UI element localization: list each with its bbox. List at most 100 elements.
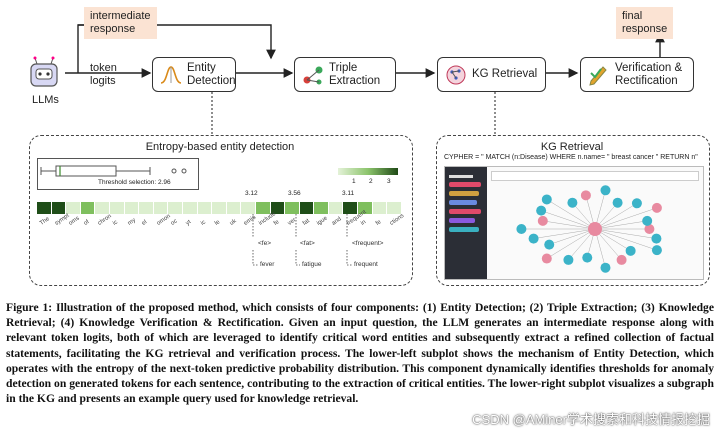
heat-cell bbox=[51, 202, 67, 214]
heat-cell bbox=[95, 202, 110, 214]
kg-node bbox=[612, 197, 623, 208]
entropy-panel-title: Entropy-based entity detection bbox=[145, 141, 295, 153]
heat-cell bbox=[314, 202, 329, 214]
entity-tag: <fat> bbox=[300, 240, 315, 247]
heat-cell bbox=[80, 202, 96, 214]
stage-label: Verification & Rectification bbox=[615, 61, 683, 87]
threshold-label: Threshold selection: 2.96 bbox=[98, 179, 171, 186]
heat-cell bbox=[241, 202, 256, 214]
kg-node bbox=[563, 254, 574, 265]
final-response-label: final response bbox=[616, 7, 674, 39]
entity-word: fever bbox=[260, 261, 275, 268]
kg-edge bbox=[594, 228, 657, 251]
kg-node bbox=[528, 233, 539, 244]
entropy-heat-strip bbox=[37, 202, 402, 214]
entity-tag: <frequent> bbox=[352, 240, 384, 247]
heat-cell bbox=[153, 202, 169, 214]
kg-edge bbox=[594, 207, 657, 230]
heat-cell bbox=[124, 202, 140, 214]
heat-cell bbox=[270, 202, 286, 214]
kg-node bbox=[651, 202, 662, 213]
heat-cell bbox=[299, 202, 315, 214]
heat-cell bbox=[358, 202, 373, 214]
stage-entity-detection: Entity Detection bbox=[152, 57, 236, 92]
kg-edge bbox=[533, 228, 596, 239]
kg-node bbox=[516, 224, 527, 234]
kg-edge bbox=[541, 210, 596, 230]
entity-tag: <fe> bbox=[258, 240, 272, 247]
heat-cell bbox=[255, 202, 271, 214]
entropy-panel bbox=[29, 135, 413, 286]
colorbar-tick: 2 bbox=[369, 178, 373, 185]
intermediate-response-label: intermediate response bbox=[84, 7, 157, 39]
colorbar-tick: 1 bbox=[352, 178, 356, 185]
cypher-query: CYPHER = " MATCH (n:Disease) WHERE n.nam… bbox=[444, 154, 698, 161]
heat-cell bbox=[66, 202, 81, 214]
kg-node bbox=[600, 185, 611, 196]
kg-node bbox=[651, 245, 662, 256]
heat-cell bbox=[37, 202, 52, 214]
peak-value: 3.11 bbox=[342, 190, 355, 197]
token-logits-label: token logits bbox=[90, 62, 117, 87]
kg-node bbox=[644, 224, 655, 234]
stage-label: KG Retrieval bbox=[472, 68, 538, 80]
kg-center-node bbox=[588, 222, 602, 236]
stage-triple-extraction: Triple Extraction bbox=[294, 57, 396, 92]
stage-verification: Verification & Rectification bbox=[580, 57, 694, 92]
heat-cell bbox=[139, 202, 154, 214]
heat-cell bbox=[285, 202, 300, 214]
kg-edge bbox=[542, 220, 596, 230]
kg-query-bar bbox=[491, 171, 699, 181]
figure-caption: Figure 1: Illustration of the proposed m… bbox=[6, 301, 714, 406]
heat-cell bbox=[387, 202, 402, 214]
kg-edge bbox=[546, 199, 596, 230]
kg-node bbox=[537, 215, 548, 226]
kg-edge bbox=[594, 203, 638, 230]
kg-sidebar bbox=[445, 167, 487, 279]
watermark: CSDN @AMiner学术搜索和科技情报挖掘 bbox=[472, 412, 710, 427]
stage-kg-retrieval: KG Retrieval bbox=[437, 57, 546, 92]
kg-node bbox=[582, 252, 593, 263]
kg-edge bbox=[549, 228, 596, 245]
flow-connectors bbox=[65, 24, 665, 135]
kg-node bbox=[541, 194, 552, 205]
graph-icon bbox=[303, 66, 323, 84]
kg-edge bbox=[594, 228, 657, 239]
threshold-boxplot: Threshold selection: 2.96 bbox=[37, 158, 199, 190]
entity-word: frequent bbox=[354, 261, 378, 268]
pen-check-icon bbox=[589, 65, 607, 86]
entity-connectors bbox=[252, 214, 352, 266]
peak-value: 3.56 bbox=[288, 190, 301, 197]
peak-value: 3.12 bbox=[245, 190, 258, 197]
heat-cell bbox=[182, 202, 198, 214]
heat-cell bbox=[372, 202, 388, 214]
kg-node bbox=[651, 233, 662, 244]
brain-network-icon bbox=[446, 65, 466, 84]
bell-curve-icon bbox=[160, 65, 182, 84]
kg-browser-window bbox=[444, 166, 704, 280]
kg-node bbox=[625, 245, 636, 256]
heat-cell bbox=[168, 202, 183, 214]
kg-node bbox=[536, 205, 547, 216]
kg-node bbox=[541, 253, 552, 264]
kg-subgraph bbox=[516, 185, 662, 273]
heat-cell bbox=[343, 202, 359, 214]
stage-label: Entity Detection bbox=[187, 61, 236, 87]
heat-cell bbox=[328, 202, 344, 214]
kg-node bbox=[631, 198, 642, 209]
heat-cell bbox=[197, 202, 213, 214]
kg-node bbox=[616, 254, 627, 265]
heat-cell bbox=[212, 202, 227, 214]
kg-edge bbox=[594, 220, 648, 230]
heat-cell bbox=[109, 202, 125, 214]
entity-word: fatigue bbox=[302, 261, 322, 268]
kg-node bbox=[544, 239, 555, 250]
kg-panel-title: KG Retrieval bbox=[540, 141, 604, 153]
kg-node bbox=[642, 215, 653, 226]
kg-node bbox=[580, 190, 591, 201]
kg-node bbox=[600, 262, 611, 273]
kg-panel bbox=[436, 135, 710, 286]
colorbar-tick: 3 bbox=[387, 178, 391, 185]
stage-label: Triple Extraction bbox=[329, 61, 381, 87]
llm-robot-icon bbox=[27, 56, 61, 90]
